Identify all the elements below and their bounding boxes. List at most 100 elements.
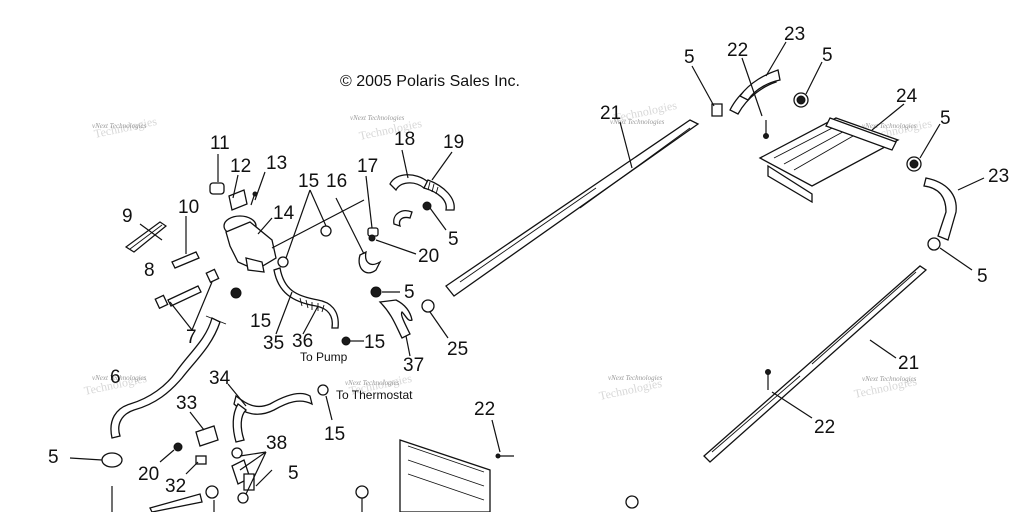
tube-partial [149, 493, 203, 512]
fitting-20 [368, 234, 376, 242]
radiator-24-edge [767, 164, 813, 204]
leader-36 [302, 305, 319, 335]
clamp-5f [370, 286, 382, 298]
svg-text:vNext Technologies: vNext Technologies [92, 374, 147, 382]
cap-part [209, 182, 225, 195]
short-hose-part [171, 251, 200, 269]
part-number: 24 [896, 86, 918, 107]
hose-18 [389, 174, 429, 192]
clamp-lower-right [625, 495, 639, 509]
clamp-5g [101, 452, 123, 468]
leader-5d [939, 247, 973, 271]
leader-7b [169, 301, 193, 331]
svg-text:vNext Technologies: vNext Technologies [862, 122, 917, 130]
part-number: 32 [165, 476, 186, 497]
part-number: 14 [273, 203, 295, 224]
leader-reservoir-line [271, 199, 365, 249]
hose-6-end [205, 315, 227, 325]
fitting-32 [195, 455, 207, 465]
long-tube-21b [703, 265, 928, 463]
clamp-15-dark [230, 287, 242, 299]
part-number: 22 [814, 417, 835, 438]
leader-25 [429, 311, 449, 339]
long-tube-21a-detail [459, 127, 691, 283]
part-number: 22 [727, 40, 748, 61]
clamp-5d [927, 237, 941, 251]
radiator-lower-fins [407, 445, 485, 501]
leader-14 [257, 217, 273, 235]
leader-22b [491, 419, 501, 453]
part-number: 5 [940, 108, 951, 129]
leader-15b [285, 189, 311, 259]
leader-32 [185, 461, 199, 475]
leader-9 [139, 223, 163, 241]
long-tube-part [167, 285, 202, 307]
clamp-5b-inner [796, 95, 806, 105]
hose-34-leg [232, 403, 247, 443]
part-number: 25 [447, 339, 468, 360]
clamp-part [154, 294, 169, 310]
hose-18-end [393, 210, 413, 228]
hose-23b [923, 177, 957, 241]
part-number: 12 [230, 156, 251, 177]
reservoir-outlet [245, 257, 265, 273]
part-number: 7 [186, 327, 197, 348]
bracket-part [228, 189, 248, 211]
pump-hose [273, 267, 339, 329]
part-number: 34 [209, 368, 231, 389]
leader-33 [189, 411, 205, 431]
bracket-33 [195, 425, 219, 447]
clamp-part-2 [205, 268, 220, 284]
watermark-7: Technologies vNext Technologies [598, 374, 664, 403]
clamp-15c [341, 336, 351, 346]
watermark-8: Technologies vNext Technologies [853, 374, 919, 401]
copyright-notice: © 2005 Polaris Sales Inc. [340, 73, 520, 90]
hose-19-ribs [427, 181, 439, 195]
part-number: 15 [364, 332, 385, 353]
leader-5h [255, 469, 273, 487]
leader-5e [429, 207, 447, 231]
leader-13 [254, 171, 266, 201]
part-number: 5 [822, 45, 833, 66]
part-number: 5 [684, 47, 695, 68]
part-number: 21 [898, 353, 919, 374]
leader-17 [365, 175, 373, 229]
long-tube-21a [445, 119, 700, 297]
leader-18 [401, 149, 409, 179]
clamp-5c-inner [909, 159, 919, 169]
radiator-24-tank [825, 117, 897, 151]
part-number: 5 [288, 463, 299, 484]
bolt-22a-head [763, 133, 769, 139]
part-number: 15 [324, 424, 345, 445]
part-number: 37 [403, 355, 424, 376]
svg-text:vNext Technologies: vNext Technologies [862, 375, 917, 383]
part-number: 21 [600, 103, 621, 124]
clamp-5e [422, 201, 432, 211]
part-number: 15 [298, 171, 319, 192]
leader-23b [957, 177, 985, 191]
hose-23a-upper [739, 69, 781, 101]
part-number: 20 [418, 246, 439, 267]
part-number: 5 [48, 447, 59, 468]
leader-22a [741, 57, 763, 117]
hose-16 [358, 250, 382, 274]
clamp-partial [205, 485, 219, 499]
clamp-15a [320, 225, 332, 237]
clamp-15b [277, 256, 289, 268]
bolt-22b-head [495, 453, 501, 459]
pump-hose-ribs [299, 297, 325, 313]
radiator-24-fins [773, 123, 861, 171]
hose-34 [233, 392, 313, 415]
part-number: 23 [784, 24, 805, 45]
clamp-lower-center [355, 485, 369, 499]
clamp-15d [317, 384, 329, 396]
leader-19 [431, 151, 453, 181]
part-number: 5 [977, 266, 988, 287]
leader-20a [375, 239, 417, 255]
leader-5b [805, 61, 823, 95]
leader-21b [869, 339, 897, 359]
part-number: 11 [210, 133, 230, 154]
svg-text:vNext Technologies: vNext Technologies [350, 114, 405, 122]
